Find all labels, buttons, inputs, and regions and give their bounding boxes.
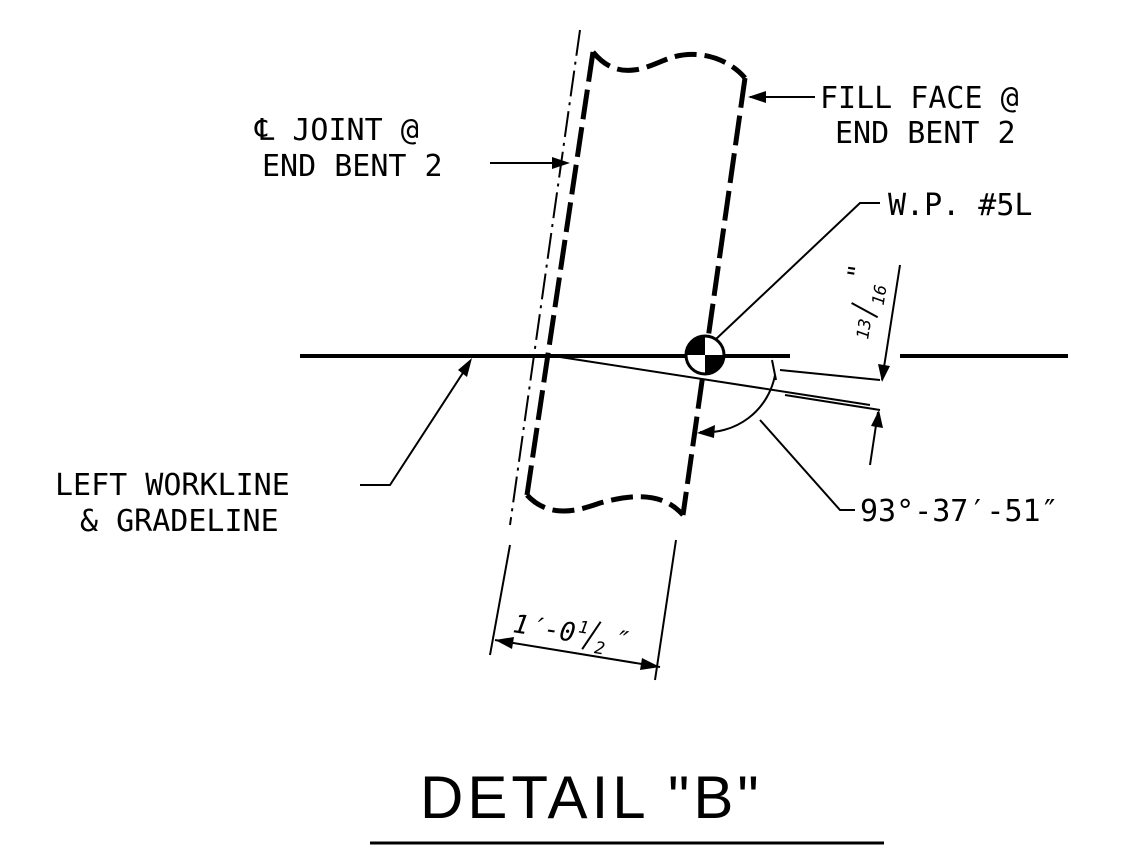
svg-text:": " [843, 262, 875, 282]
svg-text:2: 2 [593, 638, 606, 659]
left-workline-leader [360, 361, 471, 486]
svg-text:″: ″ [610, 625, 630, 657]
work-point-symbol [684, 334, 726, 376]
bottom-break-line [525, 493, 685, 517]
width-arrow-right [640, 658, 660, 670]
offset-dimension-label: 13 16 " [843, 262, 892, 341]
offset-arrow-top [878, 364, 890, 382]
work-point-label: W.P. #5L [888, 188, 1033, 223]
svg-text:1: 1 [577, 617, 590, 638]
cl-joint-label-line1: ℄ JOINT @ [254, 113, 419, 148]
cl-joint-arrowhead [552, 157, 570, 169]
svg-text:13: 13 [853, 317, 876, 340]
skew-reference-line [559, 356, 871, 406]
work-point-leader [714, 202, 880, 341]
top-break-line [591, 50, 747, 80]
skew-angle-leader [759, 419, 855, 511]
skew-angle-arrowhead [697, 425, 715, 438]
left-workline-label-line2: & GRADELINE [80, 504, 279, 539]
fill-face-label-line2: END BENT 2 [835, 116, 1016, 151]
offset-witness-line [779, 369, 881, 381]
fill-face-label-line1: FILL FACE @ [820, 81, 1019, 116]
backwall-left-face [524, 51, 596, 496]
skew-angle-tick [771, 359, 777, 381]
joint-centerline [509, 29, 581, 526]
width-extension-right [654, 539, 677, 681]
offset-witness-line-lower [784, 394, 881, 411]
svg-text:16: 16 [869, 283, 892, 306]
fill-face-line [680, 77, 748, 516]
width-arrow-left [495, 637, 514, 649]
svg-text:1′-0: 1′-0 [511, 609, 578, 648]
width-dimension-line [494, 639, 661, 668]
detail-title: DETAIL "B" [420, 764, 763, 831]
fill-face-arrowhead [748, 91, 766, 103]
left-workline-label-line1: LEFT WORKLINE [55, 468, 290, 503]
left-workline-arrowhead [458, 358, 472, 377]
width-dimension-label: 1′-0 1 2 ″ [511, 609, 630, 659]
cl-joint-label-line2: END BENT 2 [262, 149, 443, 184]
offset-dimension-line [881, 264, 901, 381]
width-extension-left [489, 544, 511, 656]
skew-angle-label: 93°-37′-51″ [860, 494, 1059, 529]
offset-arrow-bottom [871, 410, 883, 428]
